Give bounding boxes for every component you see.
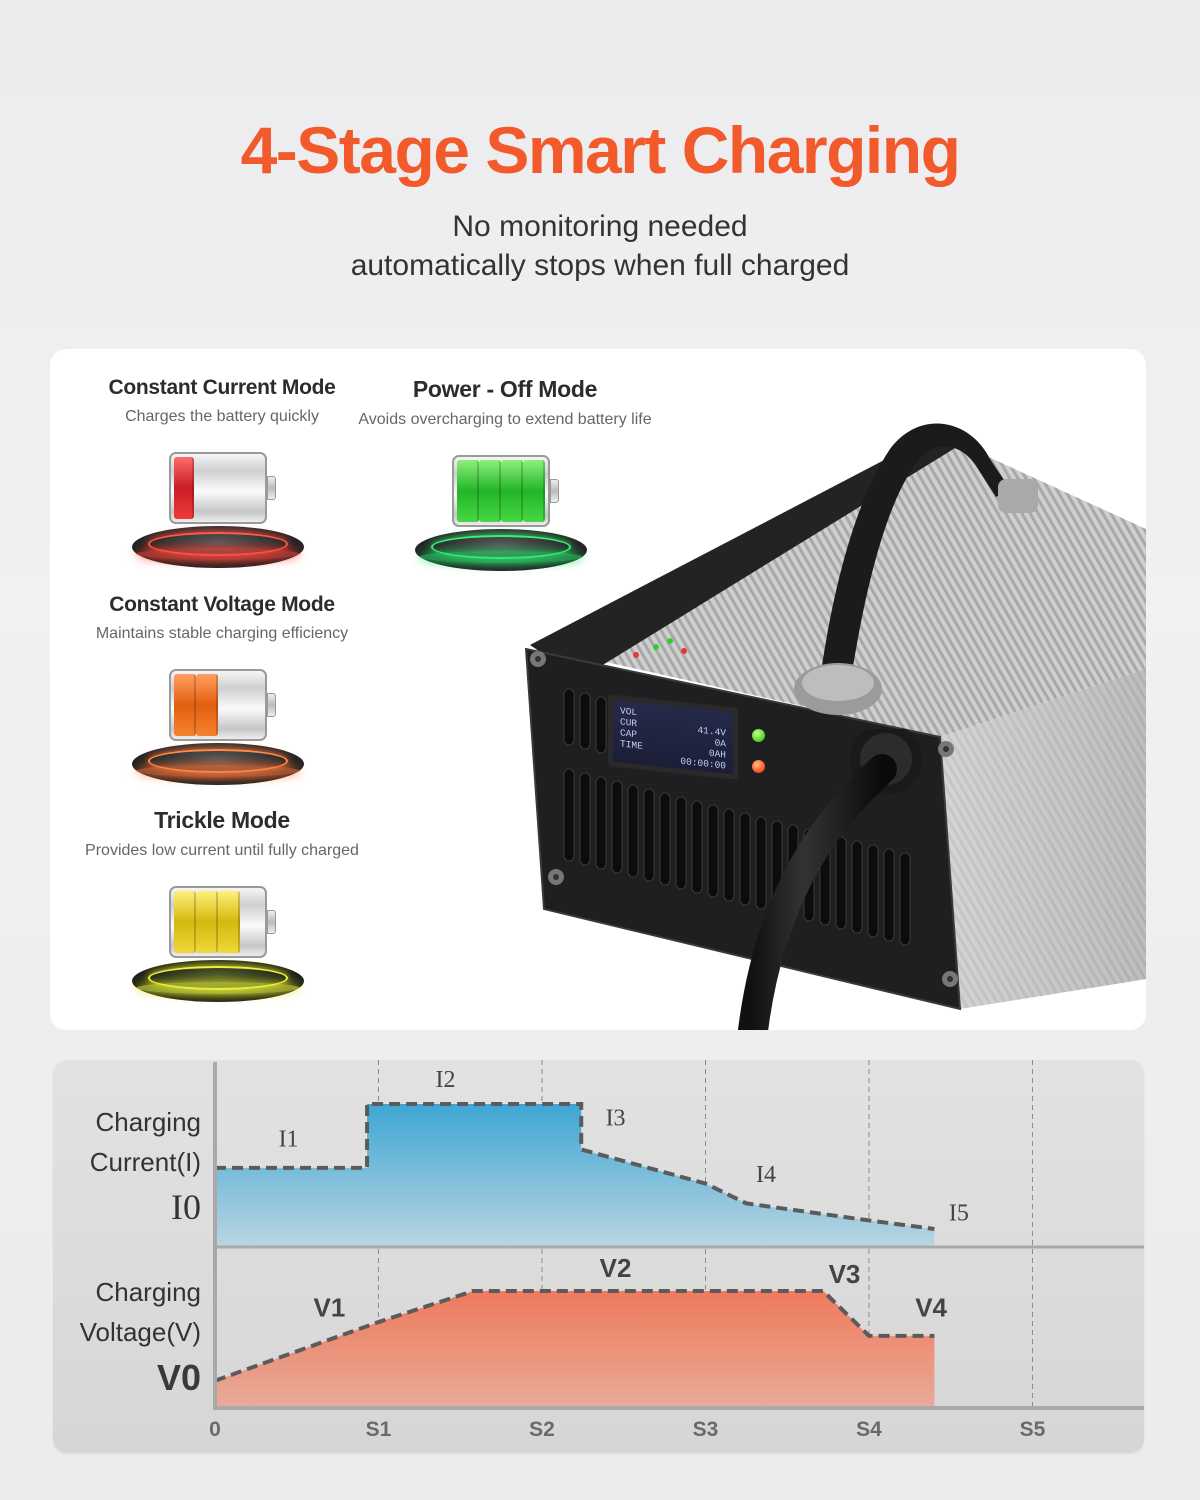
mode-description: Maintains stable charging efficiency [95, 625, 349, 642]
lcd-label-time: TIME [620, 738, 643, 752]
battery-three-quarter-icon [132, 878, 312, 1008]
indicator-led-green [752, 729, 765, 742]
mode-title: Constant Voltage Mode [109, 593, 335, 616]
mode-trickle: Trickle Mode Provides low current until … [52, 807, 392, 1008]
battery-low-icon [132, 444, 312, 574]
annotation-v4: V4 [915, 1292, 947, 1322]
subtitle-line-2: automatically stops when full charged [350, 249, 850, 282]
annotation-i3: I3 [606, 1105, 626, 1131]
mode-power-off: Power - Off Mode Avoids overcharging to … [335, 376, 675, 577]
power-cable [738, 729, 922, 1030]
mode-title: Trickle Mode [154, 807, 290, 833]
mode-description: Provides low current until fully charged [85, 842, 359, 859]
page-title: 4-Stage Smart Charging [240, 113, 961, 187]
mode-description: Charges the battery quickly [125, 408, 319, 425]
battery-half-icon [132, 661, 312, 791]
annotation-i2: I2 [436, 1067, 456, 1093]
indicator-led-red [752, 760, 765, 773]
x-tick-s3: S3 [693, 1418, 719, 1441]
voltage-axis-label: Charging Voltage(V) [79, 1277, 201, 1347]
mode-description: Avoids overcharging to extend battery li… [358, 411, 652, 428]
mode-title: Constant Current Mode [108, 376, 336, 399]
annotation-v1: V1 [314, 1292, 346, 1322]
current-baseline-label: I0 [171, 1187, 201, 1227]
annotation-v2: V2 [600, 1253, 632, 1283]
voltage-baseline-label: V0 [156, 1357, 201, 1398]
subtitle-line-1: No monitoring needed [452, 210, 748, 243]
x-tick-0: 0 [209, 1418, 221, 1441]
chart-areas [214, 1102, 935, 1406]
mode-constant-voltage: Constant Voltage Mode Maintains stable c… [52, 593, 392, 791]
mode-title: Power - Off Mode [412, 376, 598, 402]
annotation-i4: I4 [756, 1162, 776, 1188]
x-tick-s1: S1 [366, 1418, 392, 1441]
annotation-i5: I5 [949, 1200, 969, 1226]
battery-full-icon [415, 447, 595, 577]
annotation-v3: V3 [829, 1259, 861, 1289]
current-axis-label: Charging Current(I) [89, 1107, 201, 1177]
charging-modes-card: Constant Current Mode Charges the batter… [50, 349, 1146, 1030]
annotation-i1: I1 [279, 1127, 299, 1153]
x-tick-s5: S5 [1020, 1418, 1046, 1441]
x-tick-s2: S2 [529, 1418, 555, 1441]
mode-constant-current: Constant Current Mode Charges the batter… [52, 376, 392, 574]
x-tick-s4: S4 [856, 1418, 882, 1441]
